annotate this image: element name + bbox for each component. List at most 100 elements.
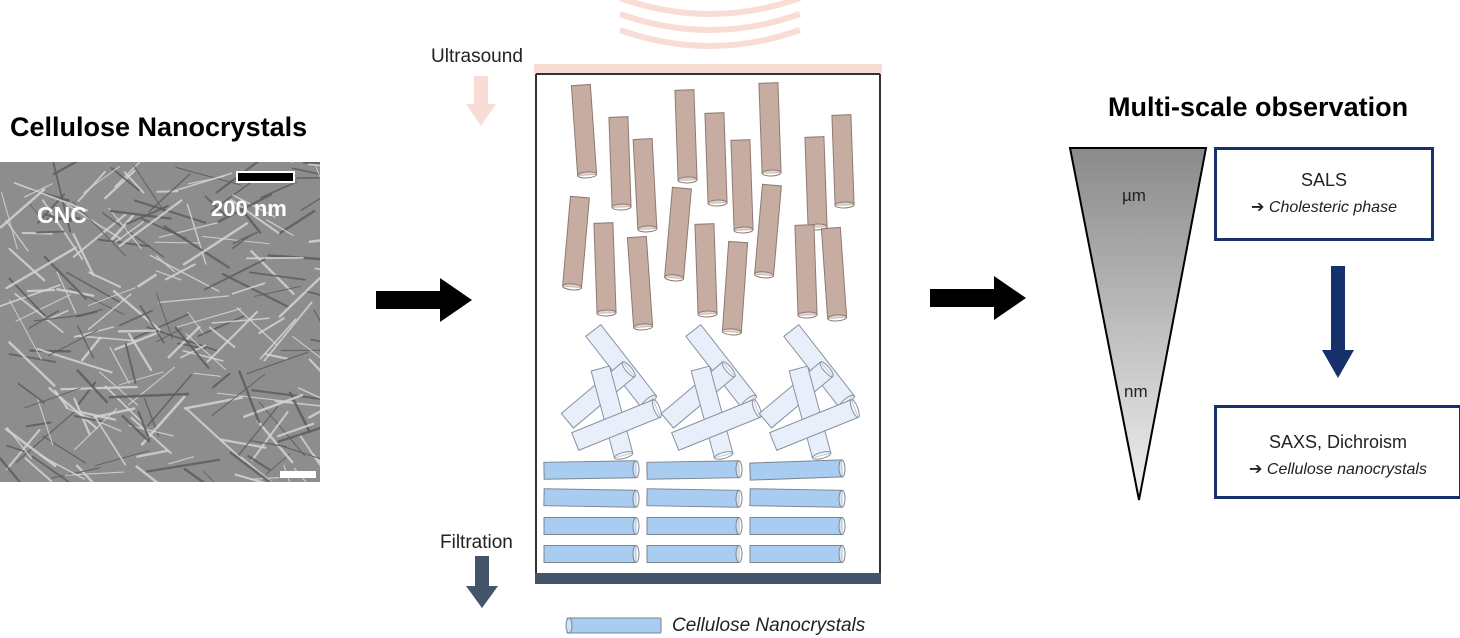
process-arrow-1 xyxy=(376,278,472,322)
crystal-needle xyxy=(246,256,304,260)
crystal-needle xyxy=(232,231,258,245)
deposited-rod xyxy=(749,488,846,508)
crystal-needle xyxy=(35,230,65,234)
crystal-needle xyxy=(208,326,236,348)
crystal-needle xyxy=(83,165,121,194)
drying-rod xyxy=(690,365,734,460)
deposited-rod xyxy=(749,517,846,535)
scale-bar-label: 200 nm xyxy=(211,196,287,221)
crystal-needle xyxy=(247,455,271,471)
crystal-needle xyxy=(5,428,41,471)
crystal-needle xyxy=(43,255,87,300)
crystal-needle xyxy=(315,166,320,179)
crystal-needle xyxy=(278,209,316,235)
crystal-needle xyxy=(230,198,280,235)
crystal-needle xyxy=(54,389,69,409)
crystal-needle xyxy=(167,325,201,359)
crystal-needle xyxy=(133,165,165,213)
crystal-needle xyxy=(135,465,159,482)
filtration-label: Filtration xyxy=(440,532,513,553)
crystal-needle xyxy=(109,346,130,384)
crystal-needle xyxy=(0,457,22,482)
crystal-needle xyxy=(117,329,157,333)
crystal-needle xyxy=(87,287,136,307)
ultrasound-arrow-icon xyxy=(466,76,496,126)
filter-membrane xyxy=(535,573,881,584)
sals-result: ➔ Cholesteric phase xyxy=(1251,199,1397,216)
scale-top-label: µm xyxy=(1122,186,1146,205)
crystal-needle xyxy=(254,285,302,297)
crystal-needle xyxy=(108,207,142,249)
crystal-needle xyxy=(149,254,220,292)
saxs-result: ➔ Cellulose nanocrystals xyxy=(1249,461,1427,478)
crystal-needle xyxy=(232,194,276,218)
sals-technique: SALS xyxy=(1300,170,1348,190)
crystal-needle xyxy=(17,382,46,404)
crystal-needle xyxy=(204,195,227,217)
crystal-needle xyxy=(66,204,122,240)
crystal-needle xyxy=(231,282,266,295)
deposited-rod xyxy=(543,460,640,480)
suspension-rod xyxy=(608,116,632,211)
cnc-title: Cellulose Nanocrystals xyxy=(10,112,308,142)
crystal-needle xyxy=(114,221,144,243)
crystal-needle xyxy=(128,424,174,437)
crystal-needle xyxy=(292,335,320,359)
crystal-needle xyxy=(73,397,91,436)
crystal-needle xyxy=(236,307,277,346)
crystal-needle xyxy=(80,336,102,362)
crystal-needle xyxy=(263,301,313,362)
crystal-needle xyxy=(277,444,320,460)
crystal-needle xyxy=(146,326,218,352)
crystal-needle xyxy=(127,332,153,372)
saxs-technique: SAXS, Dichroism xyxy=(1268,432,1408,452)
suspension-rod xyxy=(562,195,590,291)
drying-rod xyxy=(590,365,634,460)
crystal-needle xyxy=(124,343,137,384)
crystal-needle xyxy=(277,426,320,443)
deposited-rod xyxy=(646,460,743,480)
crystal-needle xyxy=(5,219,29,252)
crystal-needle xyxy=(266,219,294,236)
filtration-arrow-icon xyxy=(466,556,498,608)
crystal-needle xyxy=(182,222,249,266)
suspension-rod xyxy=(758,82,782,177)
scale-bottom-label: nm xyxy=(1124,382,1148,401)
crystal-needle xyxy=(60,385,138,391)
observation-title: Multi-scale observation xyxy=(1108,92,1409,122)
crystal-needle xyxy=(174,172,233,192)
crystal-needle xyxy=(187,311,205,336)
ultrasound-label: Ultrasound xyxy=(431,46,523,67)
crystal-needle xyxy=(211,317,270,324)
deposited-rod xyxy=(543,488,640,508)
cnc-rods xyxy=(543,82,860,563)
crystal-needle xyxy=(246,351,309,375)
crystal-needle xyxy=(238,406,279,456)
crystal-needle xyxy=(232,235,250,249)
crystal-needle xyxy=(14,293,64,333)
crystal-needle xyxy=(157,295,230,304)
crystal-needle xyxy=(31,455,71,482)
crystal-needle xyxy=(234,473,266,482)
crystal-needle xyxy=(104,169,136,200)
crystal-needle xyxy=(219,438,267,449)
suspension-rod xyxy=(674,89,698,184)
suspension-rod xyxy=(570,83,598,179)
crystal-needle xyxy=(15,294,71,322)
crystal-needle xyxy=(155,255,176,273)
crystal-needle xyxy=(36,397,54,446)
drying-rod xyxy=(788,365,832,460)
suspension-rod xyxy=(804,136,828,231)
suspension-rod xyxy=(694,223,718,318)
crystal-needle xyxy=(76,335,139,342)
crystal-needle xyxy=(298,433,320,467)
crystal-needle xyxy=(77,325,95,359)
crystal-needle xyxy=(130,416,172,455)
crystal-needle xyxy=(243,393,304,418)
crystal-needle xyxy=(137,273,157,288)
crystal-needle xyxy=(297,387,320,399)
crystal-needle xyxy=(118,371,164,386)
crystal-needle xyxy=(139,305,165,344)
crystal-needle xyxy=(147,374,193,427)
sals-result-text: Cholesteric phase xyxy=(1268,199,1397,216)
